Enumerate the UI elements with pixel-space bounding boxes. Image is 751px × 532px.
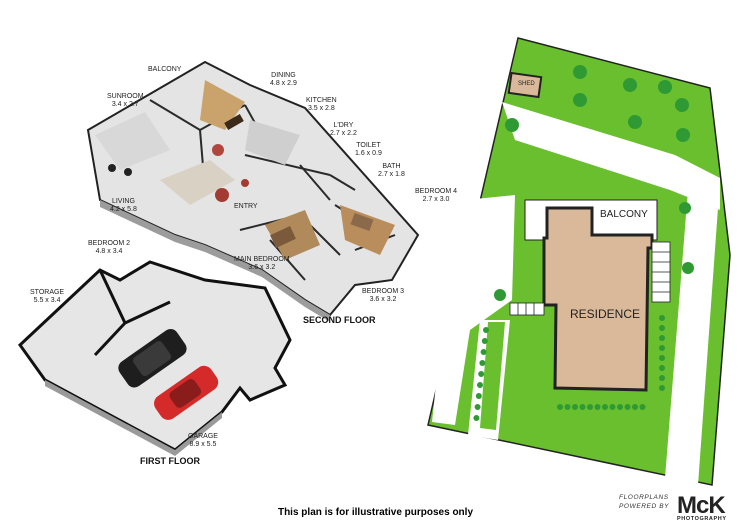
hedge-dot (659, 375, 665, 381)
bed-main (270, 226, 296, 248)
hedge-dot (564, 404, 571, 410)
logo-sub: PHOTOGRAPHY (677, 516, 727, 522)
site-plan (427, 37, 731, 486)
hedge-dot (609, 404, 616, 410)
shed (507, 71, 543, 99)
hedge-dot (579, 404, 586, 410)
dining-table (224, 114, 244, 130)
driveway (502, 102, 720, 210)
dining-floor (200, 80, 245, 130)
hedge-dot (557, 404, 563, 410)
kitchen-floor (245, 120, 300, 165)
hedge-dot (639, 404, 646, 410)
hedge-dot (659, 345, 665, 351)
disclaimer-text: This plan is for illustrative purposes o… (277, 507, 474, 518)
hedge-dot (572, 404, 578, 410)
sofa-red (212, 144, 224, 156)
living-rug (160, 160, 235, 205)
hedge-dot (659, 365, 665, 371)
hedge-dot (659, 335, 665, 341)
lawn-front-strip (480, 322, 505, 430)
side-path (665, 160, 720, 485)
hedge-dot (602, 404, 608, 410)
hedge-dot (587, 404, 593, 410)
red-car (154, 365, 219, 420)
hedge-dot (659, 355, 665, 361)
hedge-dot (659, 315, 665, 321)
hedge-dot (473, 415, 480, 421)
site-label-shed: SHED (518, 81, 535, 87)
second-floor-slab-edge (100, 200, 330, 322)
logo-line-1: FLOORPLANS (619, 494, 669, 501)
first-floor-walls (93, 269, 171, 357)
logo-line-2: POWERED BY (619, 503, 670, 510)
hedge-dot (659, 325, 665, 331)
sunroom-chair-2 (124, 168, 132, 176)
chair-red-2 (241, 179, 249, 187)
hedge-dot (481, 338, 488, 344)
hedge-dot (474, 404, 481, 410)
hedge-dot (475, 393, 482, 399)
residence-building (542, 206, 654, 392)
hedge-dot (659, 385, 665, 391)
left-stairs (509, 302, 545, 316)
hedge-dot (478, 371, 485, 377)
isometric-floorplan (18, 60, 420, 456)
hedge-dot (624, 404, 631, 410)
sunroom-floor (95, 112, 170, 170)
site-label-residence: RESIDENCE (570, 307, 641, 321)
hedge-dot (632, 404, 638, 410)
hedge-dot (594, 404, 601, 410)
room-label-entry: ENTRY (234, 203, 258, 210)
site-label-balcony: BALCONY (600, 209, 648, 220)
sunroom-chair (108, 164, 116, 172)
hedge-rows (473, 315, 665, 421)
chair-red (215, 188, 229, 202)
hedge-dot (480, 349, 487, 355)
trees (494, 65, 694, 301)
floor-title-first: FIRST FLOOR (140, 456, 200, 466)
front-drive (432, 195, 515, 425)
hedge-dot (477, 382, 483, 388)
hedge-dot (617, 404, 623, 410)
mck-photography-logo: FLOORPLANS POWERED BY McK PHOTOGRAPHY (619, 492, 739, 526)
bed-4 (350, 212, 374, 232)
hedge-dot (483, 327, 489, 333)
right-stairs (651, 241, 671, 303)
black-car (118, 329, 187, 388)
logo-brand: McK (677, 492, 726, 519)
floor-title-second: SECOND FLOOR (303, 315, 376, 325)
hedge-dot (479, 360, 486, 366)
room-label-balcony: BALCONY (148, 66, 182, 73)
